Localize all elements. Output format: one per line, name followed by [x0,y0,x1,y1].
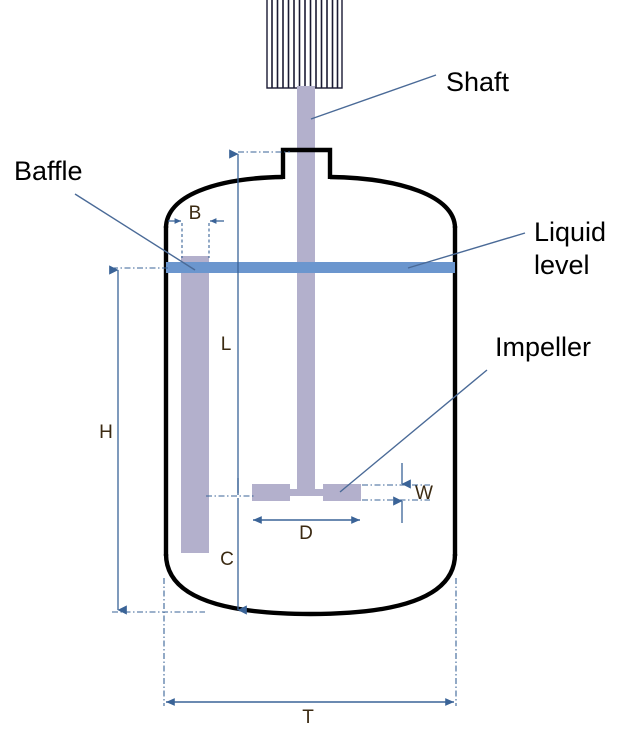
dimension-label-C: C [220,549,234,570]
dimension-label-D: D [299,523,313,544]
callout-label-shaft: Shaft [446,67,510,97]
callout-label-liquid-level-line2: level [534,250,590,280]
callout-label-liquid-level: Liquid level [534,217,606,280]
callout-leader-lines [74,74,526,493]
impeller-disc [252,489,361,496]
liquid-level-line [166,262,455,273]
impeller-blade-right [323,484,361,501]
dimension-W: W [362,463,433,523]
dimension-H: H [99,265,205,615]
leader-line-baffle [74,193,196,271]
dimension-label-H: H [99,422,113,443]
dimension-label-B: B [189,203,202,224]
impeller [252,484,361,501]
baffle [181,256,209,553]
dimension-D: D [252,516,360,544]
dimension-B: B [168,203,224,258]
dimension-L: L [221,149,290,495]
vessel-outline [163,147,458,617]
dimension-label-W: W [415,483,433,504]
dimension-T: T [163,578,457,728]
callout-label-baffle: Baffle [14,156,83,186]
dimension-C: C [206,478,256,615]
agitator-shaft [297,86,315,491]
leader-line-impeller [339,369,488,493]
impeller-blade-left [252,484,290,501]
dimension-label-L: L [221,334,232,355]
callout-label-impeller: Impeller [495,332,591,362]
motor-drive-block [266,0,343,89]
leader-line-liquid-level [407,232,526,269]
leader-line-shaft [310,74,437,120]
callout-label-liquid-level-line1: Liquid [534,217,606,247]
dimension-label-T: T [302,707,314,728]
